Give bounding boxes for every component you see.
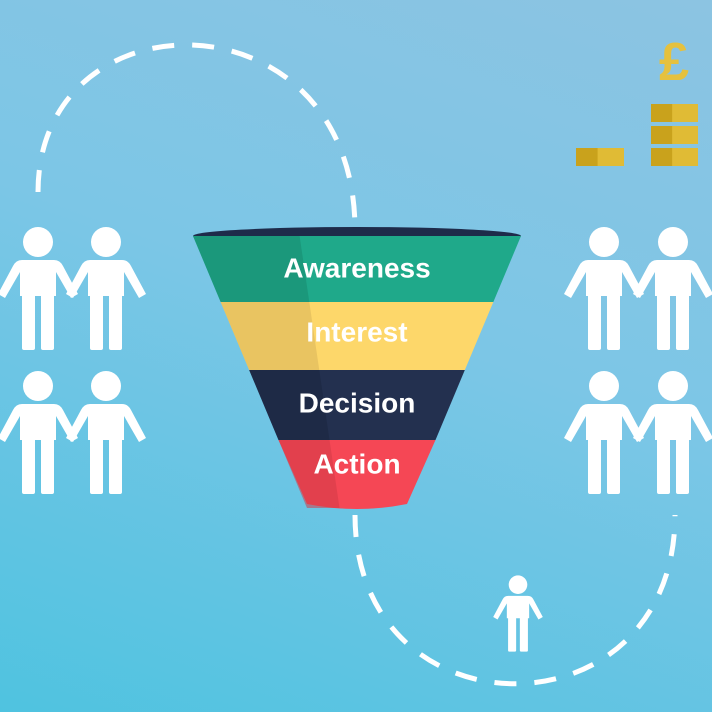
- stage-label-action: Action: [313, 448, 400, 479]
- person-icon-left-2: [66, 227, 146, 350]
- people-layer: [0, 227, 712, 652]
- person-icon-left-4: [66, 371, 146, 494]
- dashed-path-bottom: [352, 514, 678, 687]
- person-icon-left-3: [0, 371, 78, 494]
- currency-symbol: £: [659, 32, 689, 92]
- person-icon-right-2: [633, 227, 712, 350]
- person-icon-bottom: [493, 575, 543, 652]
- person-icon-left-1: [0, 227, 78, 350]
- dashed-cycle-path: [35, 42, 678, 687]
- stage-label-interest: Interest: [306, 316, 407, 347]
- money-icon-group: £: [576, 32, 698, 166]
- dashed-path-top: [35, 42, 358, 231]
- funnel-shade-action: [278, 440, 340, 508]
- coin-stacks-icon: [576, 104, 698, 166]
- stage-label-awareness: Awareness: [283, 252, 430, 283]
- person-icon-right-4: [633, 371, 712, 494]
- funnel-shade-awareness: [193, 236, 310, 302]
- funnel-shade-decision: [249, 370, 330, 440]
- stage-label-decision: Decision: [299, 387, 416, 418]
- funnel-shade-interest: [220, 302, 320, 370]
- person-icon-right-3: [564, 371, 644, 494]
- person-icon-right-1: [564, 227, 644, 350]
